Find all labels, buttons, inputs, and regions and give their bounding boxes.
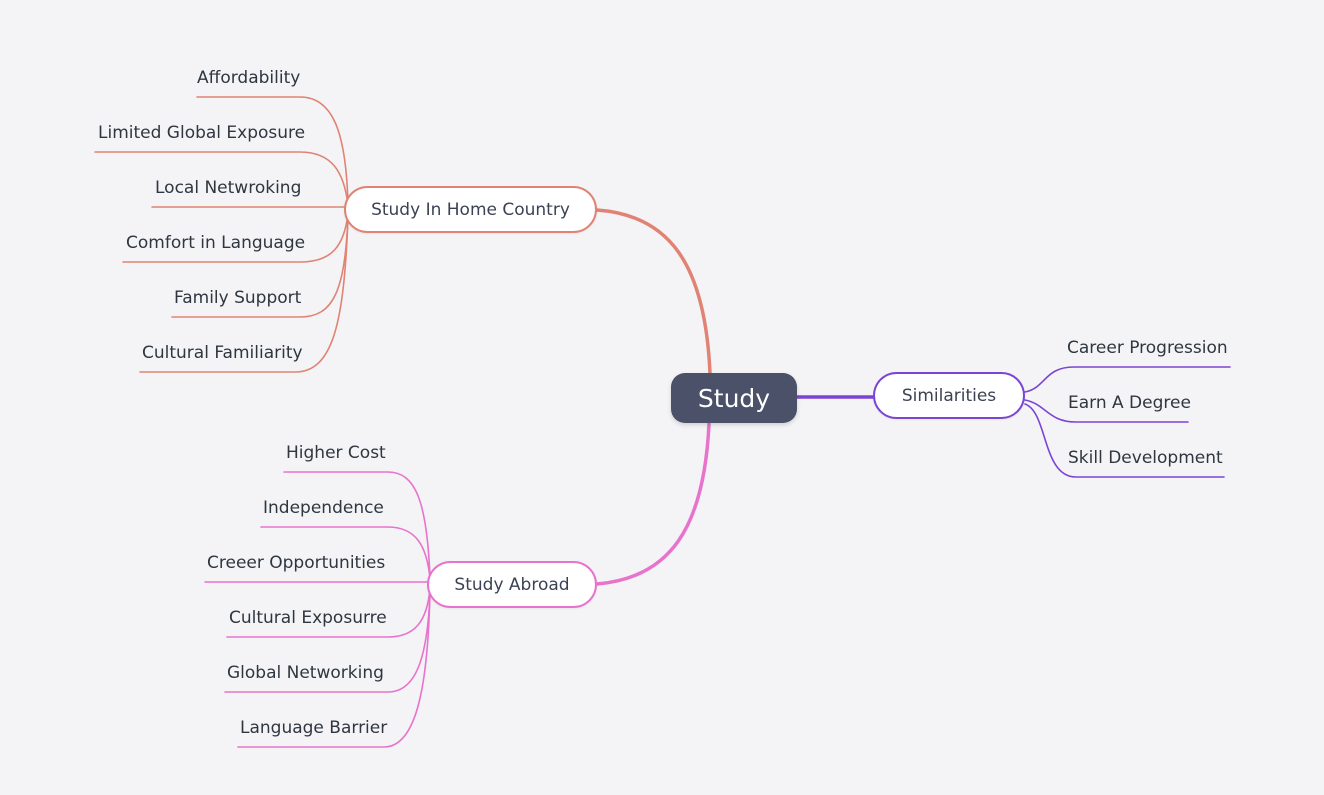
leaf-family-support[interactable]: Family Support (174, 288, 302, 308)
leaf-underline (1024, 366, 1231, 393)
leaf-creeer-opportunities[interactable]: Creeer Opportunities (207, 553, 386, 573)
leaf-language-barrier[interactable]: Language Barrier (240, 718, 388, 738)
leaf-underline (1024, 403, 1225, 478)
leaf-local-netwroking[interactable]: Local Netwroking (155, 178, 302, 198)
branch-node-study-abroad[interactable]: Study Abroad (427, 561, 597, 608)
branch-node-label: Similarities (901, 385, 997, 406)
leaf-limited-global-exposure[interactable]: Limited Global Exposure (98, 123, 306, 143)
leaf-cultural-familiarity[interactable]: Cultural Familiarity (142, 343, 303, 363)
leaf-underline (226, 588, 431, 638)
leaf-higher-cost[interactable]: Higher Cost (286, 443, 386, 463)
leaf-underline (283, 471, 431, 579)
branch-node-label: Study In Home Country (371, 199, 570, 220)
leaf-affordability[interactable]: Affordability (197, 68, 301, 88)
leaf-skill-development[interactable]: Skill Development (1068, 448, 1223, 468)
leaf-underline (1024, 399, 1189, 423)
branch-node-study-in-home-country[interactable]: Study In Home Country (344, 186, 597, 233)
root-node-study[interactable]: Study (671, 373, 797, 423)
branch-node-label: Study Abroad (454, 574, 570, 595)
leaf-underline (139, 217, 349, 373)
leaf-underline (260, 526, 431, 580)
leaf-underline (237, 591, 431, 748)
connector-root-to-home (595, 208, 712, 375)
connector-root-to-abroad (595, 422, 711, 586)
branch-node-similarities[interactable]: Similarities (873, 372, 1025, 419)
leaf-global-networking[interactable]: Global Networking (227, 663, 384, 683)
leaf-earn-a-degree[interactable]: Earn A Degree (1068, 393, 1191, 413)
leaf-cultural-exposurre[interactable]: Cultural Exposurre (229, 608, 387, 628)
leaf-underline (196, 96, 349, 205)
leaf-career-progression[interactable]: Career Progression (1067, 338, 1228, 358)
leaf-underline (94, 151, 349, 206)
leaf-comfort-in-language[interactable]: Comfort in Language (126, 233, 306, 253)
leaf-independence[interactable]: Independence (263, 498, 384, 518)
root-node-label: Study (697, 383, 771, 413)
leaf-underline (122, 213, 349, 263)
